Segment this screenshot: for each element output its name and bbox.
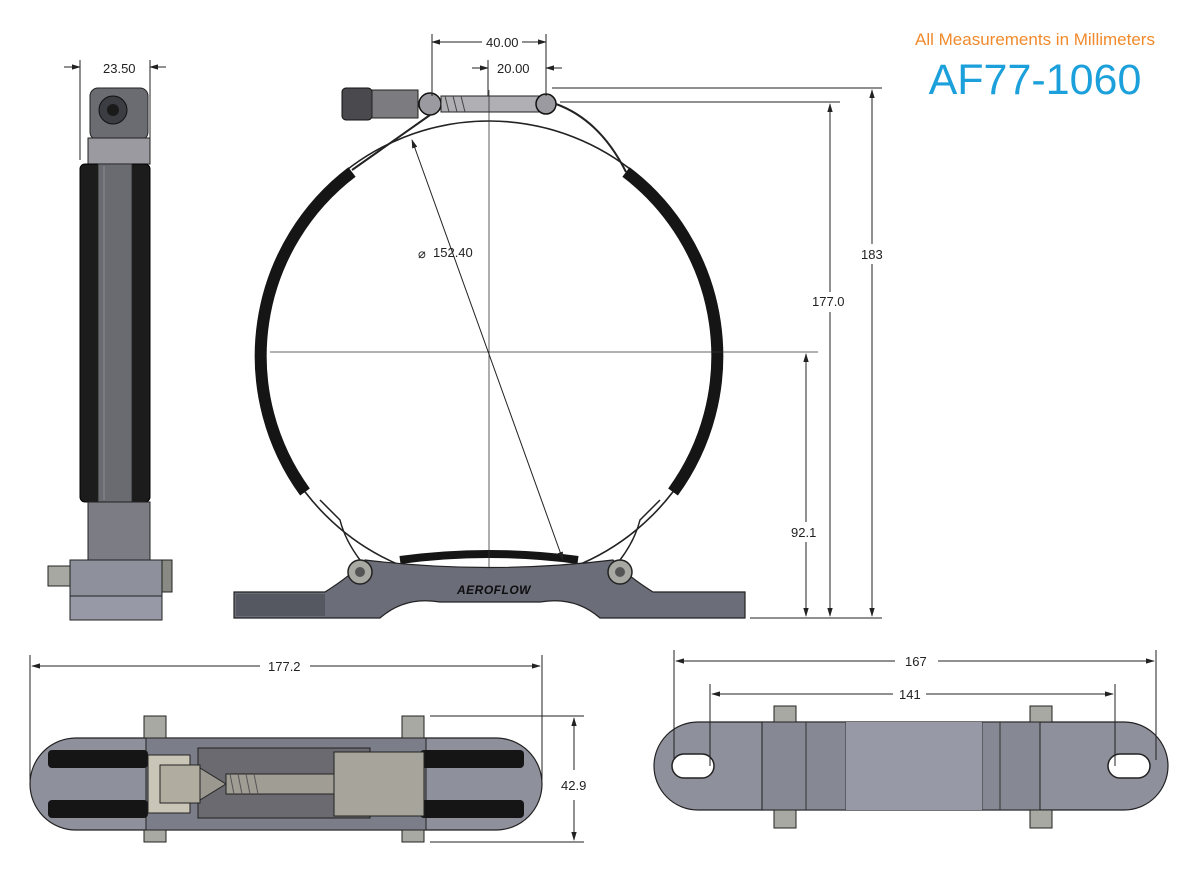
rubber-strap-left <box>254 167 356 496</box>
aeroflow-logo-text: AEROFLOW <box>456 583 532 597</box>
measurement-units-note: All Measurements in Millimeters <box>915 30 1155 49</box>
dim-hole-spacing-label: 141 <box>899 687 921 702</box>
dim-bolt-offsets: 40.00 20.00 <box>431 34 562 96</box>
diameter-symbol: ⌀ <box>418 246 426 261</box>
bottom-view-slot-left <box>671 753 715 779</box>
dim-top-view: 177.2 42.9 <box>29 655 586 843</box>
bottom-view-screw-left <box>773 705 797 723</box>
top-view-screw-top-left <box>143 715 167 739</box>
bottom-view-slot-right <box>1107 753 1151 779</box>
front-bolt-pivot-right <box>535 93 557 115</box>
front-view: ⌀ 152.40 AEROFLOW <box>233 87 818 619</box>
top-view-bolt <box>199 767 227 801</box>
dim-side-width-label: 23.50 <box>103 61 136 76</box>
dim-base-length-label: 167 <box>905 654 927 669</box>
rubber-strap-right <box>622 167 724 496</box>
dim-top-length-label: 177.2 <box>268 659 301 674</box>
dim-heights: 183 177.0 92.1 <box>552 87 886 619</box>
front-bolt-head <box>341 87 373 121</box>
bottom-view <box>653 705 1169 829</box>
dim-bottom-view: 167 141 <box>673 650 1157 766</box>
diameter-leader <box>411 139 564 561</box>
top-view-screw-top-right <box>401 715 425 739</box>
dim-bolt-offset-20-label: 20.00 <box>497 61 530 76</box>
part-number-title: AF77-1060 <box>928 56 1142 104</box>
diameter-label: 152.40 <box>433 245 473 260</box>
dim-bolt-offset-40-label: 40.00 <box>486 35 519 50</box>
dim-overall-height-label: 183 <box>861 247 883 262</box>
bottom-view-screw-right <box>1029 705 1053 723</box>
top-view-strap-left <box>48 750 148 768</box>
dim-center-height-label: 92.1 <box>791 525 816 540</box>
dim-strap-height-label: 177.0 <box>812 294 845 309</box>
top-view-strap-right <box>420 750 524 768</box>
side-view <box>47 87 173 621</box>
dim-top-depth-label: 42.9 <box>561 778 586 793</box>
front-bolt-pivot-left <box>418 92 442 116</box>
top-view <box>29 715 543 843</box>
dim-side-width: 23.50 <box>64 60 166 160</box>
